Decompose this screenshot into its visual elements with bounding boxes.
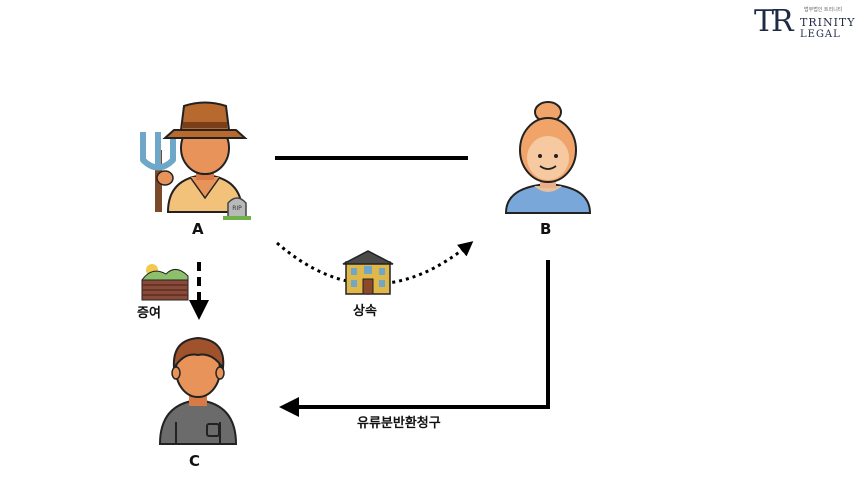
edge-claim-arrow (279, 260, 550, 417)
house-icon (342, 250, 394, 295)
edge-gift-label: 증여 (137, 306, 161, 321)
edge-inherit-label: 상속 (353, 304, 377, 319)
edge-claim-label: 유류분반환청구 (357, 416, 441, 431)
node-b-label: B (540, 220, 552, 238)
logo-line-2: LEGAL (800, 29, 841, 40)
logo-mark: TR (754, 4, 794, 39)
woman-icon (504, 101, 592, 214)
svg-text:RIP: RIP (232, 205, 242, 212)
logo-mark-text: TR (754, 4, 794, 39)
tombstone-icon: RIP (223, 197, 251, 220)
node-a-label: A (192, 220, 204, 238)
logo-subtitle: 법무법인 트리니티 (804, 7, 843, 13)
logo-line-1: TRINITY (800, 16, 856, 29)
trinity-legal-logo: TR 법무법인 트리니티 TRINITY LEGAL (752, 4, 858, 44)
man-icon (158, 336, 238, 445)
farmer-icon (140, 101, 248, 213)
farmland-icon (141, 264, 189, 301)
node-c-label: C (189, 452, 201, 470)
